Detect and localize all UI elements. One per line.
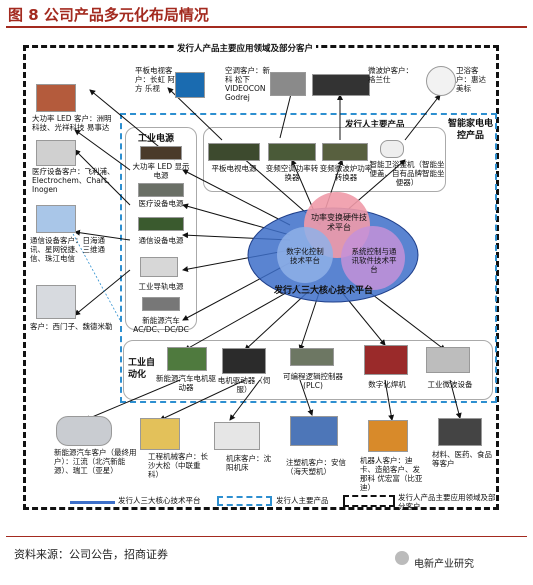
customer-microwave: 微波炉客户：格兰仕 xyxy=(368,66,413,84)
tv-power-photo xyxy=(208,143,260,161)
legend-products-label: 发行人主要产品 xyxy=(276,496,329,505)
core-label-power: 功率变换硬件技术平台 xyxy=(311,213,367,232)
ac-converter-photo xyxy=(268,143,316,161)
customer-led: 大功率 LED 客户：洲明科技、光祥科技 易事达 xyxy=(32,114,112,132)
customer-telecom: 通信设备客户：日海通讯、星网锐捷、三维通信、珠江电信 xyxy=(30,236,105,263)
main-products-frame xyxy=(120,113,497,403)
microwave-equipment-photo xyxy=(426,347,470,373)
product-rail-power: 工业导轨电源 xyxy=(138,282,184,291)
car-image xyxy=(56,416,112,446)
ac-image xyxy=(270,72,306,96)
product-ev-power: 新能源汽车 AC/DC、DC/DC xyxy=(133,316,189,334)
product-microwave-equipment: 工业微波设备 xyxy=(427,380,473,389)
telecom-power-photo xyxy=(138,217,184,231)
product-plc: 可编程逻辑控制器(PLC) xyxy=(283,372,343,390)
industrial-power-label: 工业电源 xyxy=(138,134,175,144)
main-products-header: 发行人主要产品 xyxy=(345,120,405,130)
robot-image xyxy=(368,420,408,452)
source-note: 资料来源：公司公告，招商证券 xyxy=(14,548,168,561)
product-ev-motor-driver: 新能源汽车电机驱动器 xyxy=(156,374,216,392)
legend-customers-label: 发行人产品主要应用领域及部分客户 xyxy=(398,493,496,511)
switchgear-image xyxy=(36,285,76,319)
product-led-power: 大功率 LED 显示电源 xyxy=(132,162,190,180)
industrial-automation-label: 工业自动化 xyxy=(128,358,156,380)
plc-photo xyxy=(290,348,334,366)
machine-tool-image xyxy=(214,422,260,450)
figure-title: 图 8 公司产品多元化布局情况 xyxy=(8,6,209,24)
legend-core-label: 发行人三大核心技术平台 xyxy=(118,496,201,505)
servo-driver-photo xyxy=(222,348,266,374)
digital-control-circle xyxy=(277,227,333,283)
smart-toilet-photo xyxy=(380,140,404,158)
customer-medical: 医疗设备客户：飞利浦、Electrochem、Chart、Inogen xyxy=(32,167,115,194)
watermark-text: 电新产业研究 xyxy=(414,559,474,570)
product-ac-converter: 变频空调功率转换器 xyxy=(265,164,319,182)
customer-ac: 空调客户：新科 松下 VIDEOCON Godrej xyxy=(225,66,270,102)
product-tv-power: 平板电视电源 xyxy=(211,164,257,173)
tv-image xyxy=(175,72,205,98)
product-welder: 数字化焊机 xyxy=(368,380,406,389)
ev-power-photo xyxy=(142,297,180,311)
wechat-icon xyxy=(395,551,409,565)
smart-appliance-label: 智能家电电控产品 xyxy=(448,119,494,141)
customer-tv: 平板电视客户：长虹 阿方 乐视 xyxy=(135,66,175,93)
core-label-system: 系统控制与通讯软件技术平台 xyxy=(351,247,397,274)
legend-customers-box xyxy=(343,495,395,507)
product-microwave-converter: 变频微波炉功率转换器 xyxy=(319,164,373,182)
product-smart-toilet: 智能卫浴整机（智能坐便盖、自有品牌智能坐便器） xyxy=(369,160,445,187)
ev-motor-driver-photo xyxy=(167,347,207,371)
customer-sanitary: 卫浴客户：惠达 美标 xyxy=(456,66,486,93)
customer-robot: 机器人客户：迪卡、造船客户、发那科 优宏富（比亚迪） xyxy=(360,456,423,492)
crane-image xyxy=(140,418,180,450)
product-medical-power: 医疗设备电源 xyxy=(138,199,184,208)
product-servo-driver: 电机驱动器（伺服） xyxy=(217,376,271,394)
customer-ev: 新能源汽车客户（最终用户）：江流（北汽新能源）、瑞工（亚星） xyxy=(54,448,137,475)
medical-device-image xyxy=(36,140,76,166)
footer-divider xyxy=(6,536,527,537)
system-control-circle xyxy=(341,226,405,290)
material-image xyxy=(438,418,482,446)
customer-construction: 工程机械客户：长沙大松（中联重科） xyxy=(148,452,208,479)
customer-materials: 材料、医药、食品等客户 xyxy=(432,450,492,468)
customer-injection: 注塑机客户：安信（海天塑机） xyxy=(286,458,346,476)
product-telecom-power: 通信设备电源 xyxy=(138,236,184,245)
applications-header: 发行人产品主要应用领域及部分客户 xyxy=(174,42,317,54)
customer-industrial: 客户：西门子、魏德米勒 xyxy=(30,322,113,331)
telecom-tower-image xyxy=(36,205,76,233)
led-power-photo xyxy=(140,146,182,160)
medical-power-photo xyxy=(138,183,184,197)
legend-products-box xyxy=(217,496,272,506)
core-platform-label: 发行人三大核心技术平台 xyxy=(274,286,374,296)
rail-power-photo xyxy=(140,257,178,277)
customer-machine-tool: 机床客户：沈阳机床 xyxy=(226,454,271,472)
title-divider xyxy=(6,26,527,28)
welder-photo xyxy=(364,345,408,375)
legend-core-line xyxy=(70,501,115,504)
microwave-image xyxy=(312,74,370,96)
injection-machine-image xyxy=(290,416,338,446)
core-label-digital: 数字化控制技术平台 xyxy=(286,247,324,265)
toilet-image xyxy=(426,66,456,96)
microwave-converter-photo xyxy=(322,143,368,161)
led-screen-image xyxy=(36,84,76,112)
